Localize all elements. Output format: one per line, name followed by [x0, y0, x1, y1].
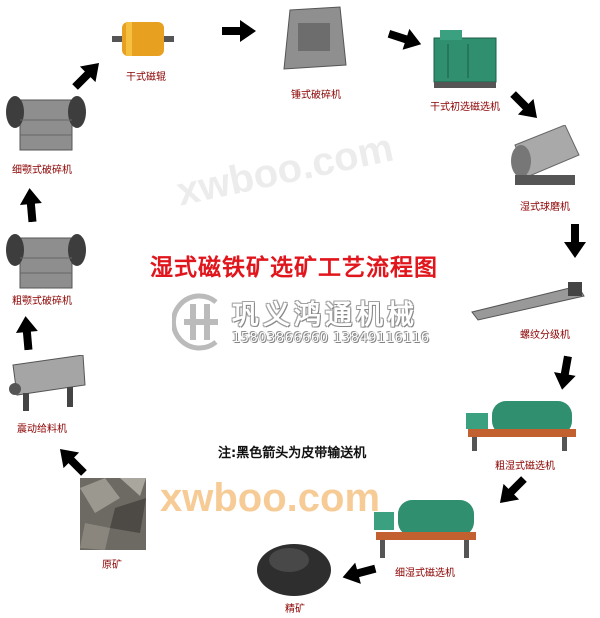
- arrow-icon: [59, 448, 87, 476]
- fine-wet-magnetic-separator-image: [374, 500, 476, 558]
- label-coarse-jaw-crusher: 粗颚式破碎机: [12, 296, 72, 307]
- arrow-icon: [564, 224, 586, 258]
- arrow-icon: [222, 20, 256, 42]
- label-coarse-wet-separator: 粗湿式磁选机: [495, 461, 555, 472]
- label-vibrating-feeder: 震动给料机: [17, 424, 67, 435]
- label-fine-wet-separator: 细湿式磁选机: [395, 568, 455, 579]
- fine-jaw-crusher-image: [6, 96, 86, 151]
- arrow-icon: [15, 316, 38, 351]
- label-spiral-classifier: 螺纹分级机: [520, 330, 570, 341]
- arrow-icon: [19, 188, 42, 223]
- label-fine-jaw-crusher: 细颚式破碎机: [12, 165, 72, 176]
- vibrating-feeder-image: [9, 355, 86, 411]
- coarse-jaw-crusher-image: [6, 234, 86, 289]
- wet-ball-mill-image: [511, 125, 580, 185]
- label-concentrate: 精矿: [285, 604, 305, 615]
- arrow-icon: [553, 355, 576, 390]
- label-dry-magnetic-roller: 干式磁辊: [126, 72, 166, 83]
- raw-ore-image: [80, 478, 146, 550]
- company-phones: 15803866660 13849116116: [232, 331, 430, 346]
- company-logo: [172, 293, 218, 351]
- label-hammer-crusher: 锤式破碎机: [291, 90, 341, 101]
- dry-magnetic-roller-image: [112, 22, 174, 56]
- watermark-top-left: xwboo.com: [172, 125, 398, 215]
- coarse-wet-magnetic-separator-image: [466, 401, 576, 451]
- arrow-icon: [72, 62, 100, 90]
- label-dry-primary-separator: 干式初选磁选机: [430, 102, 500, 113]
- spiral-classifier-image: [471, 282, 585, 321]
- legend-note: 注:黑色箭头为皮带输送机: [218, 446, 367, 461]
- arrow-icon: [510, 91, 538, 119]
- watermark-bottom-right: xwboo.com: [160, 476, 381, 520]
- diagram-title: 湿式磁铁矿选矿工艺流程图: [150, 255, 438, 281]
- concentrate-pile-image: [257, 544, 331, 596]
- hammer-crusher-image: [283, 6, 347, 70]
- arrow-icon: [342, 562, 377, 584]
- arrow-icon: [499, 476, 527, 504]
- label-raw-ore: 原矿: [102, 560, 122, 571]
- arrow-icon: [387, 28, 422, 50]
- company-name: 巩义鸿通机械: [232, 300, 418, 331]
- dry-primary-magnetic-separator-image: [433, 30, 497, 88]
- label-wet-ball-mill: 湿式球磨机: [520, 202, 570, 213]
